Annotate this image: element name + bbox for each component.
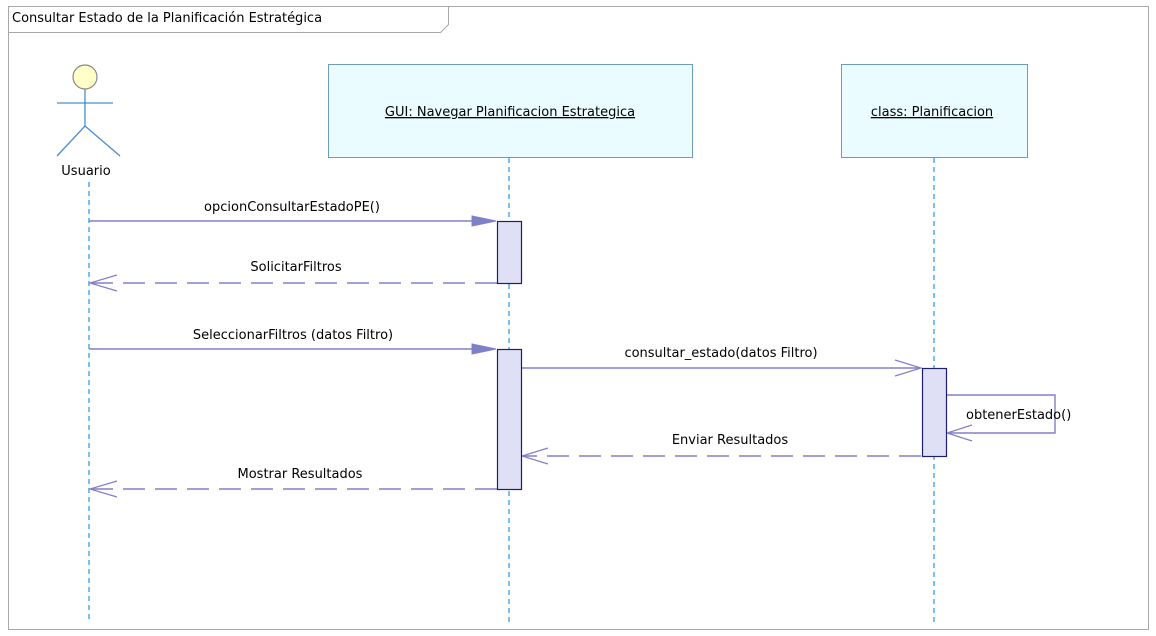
frame-title-tab (8, 6, 449, 33)
message-opcion-consultar: opcionConsultarEstadoPE() (89, 200, 497, 227)
message-label: Enviar Resultados (672, 433, 789, 448)
message-label: SolicitarFiltros (250, 260, 341, 275)
open-arrowhead-icon (894, 359, 924, 377)
message-mostrar-resultados: Mostrar Resultados (87, 467, 497, 498)
lifeline-class-box (841, 64, 1028, 158)
frame-title: Consultar Estado de la Planificación Est… (12, 11, 322, 26)
lifeline-gui: GUI: Navegar Planificacion Estrategica (328, 64, 693, 158)
message-enviar-resultados: Enviar Resultados (519, 433, 921, 465)
activation-class-1 (921, 367, 948, 458)
message-solicitar-filtros: SolicitarFiltros (87, 260, 497, 292)
lifeline-class-label: class: Planificacion (871, 105, 993, 120)
message-consultar-estado: consultar_estado(datos Filtro) (521, 346, 924, 377)
message-label: SeleccionarFiltros (datos Filtro) (193, 328, 393, 343)
message-obtener-estado: obtenerEstado() (945, 394, 1071, 442)
diagram-frame (8, 6, 1149, 630)
message-seleccionar-filtros: SeleccionarFiltros (datos Filtro) (89, 328, 497, 355)
message-label: Mostrar Resultados (238, 467, 363, 482)
actor-label: Usuario (61, 164, 110, 179)
message-label: obtenerEstado() (966, 408, 1071, 423)
activation-gui-2 (496, 348, 523, 491)
open-arrowhead-icon (87, 274, 118, 292)
filled-arrowhead-icon (471, 215, 497, 227)
actor-usuario: Usuario (56, 64, 121, 179)
actor-head-icon (72, 64, 98, 90)
open-arrowhead-icon (87, 480, 118, 498)
message-label: opcionConsultarEstadoPE() (204, 200, 380, 215)
lifeline-gui-box (328, 64, 693, 158)
lifeline-planificacion: class: Planificacion (841, 64, 1028, 158)
activation-gui-1 (496, 220, 523, 285)
lifeline-gui-label: GUI: Navegar Planificacion Estrategica (385, 105, 635, 120)
message-label: consultar_estado(datos Filtro) (624, 346, 817, 361)
filled-arrowhead-icon (471, 343, 497, 355)
